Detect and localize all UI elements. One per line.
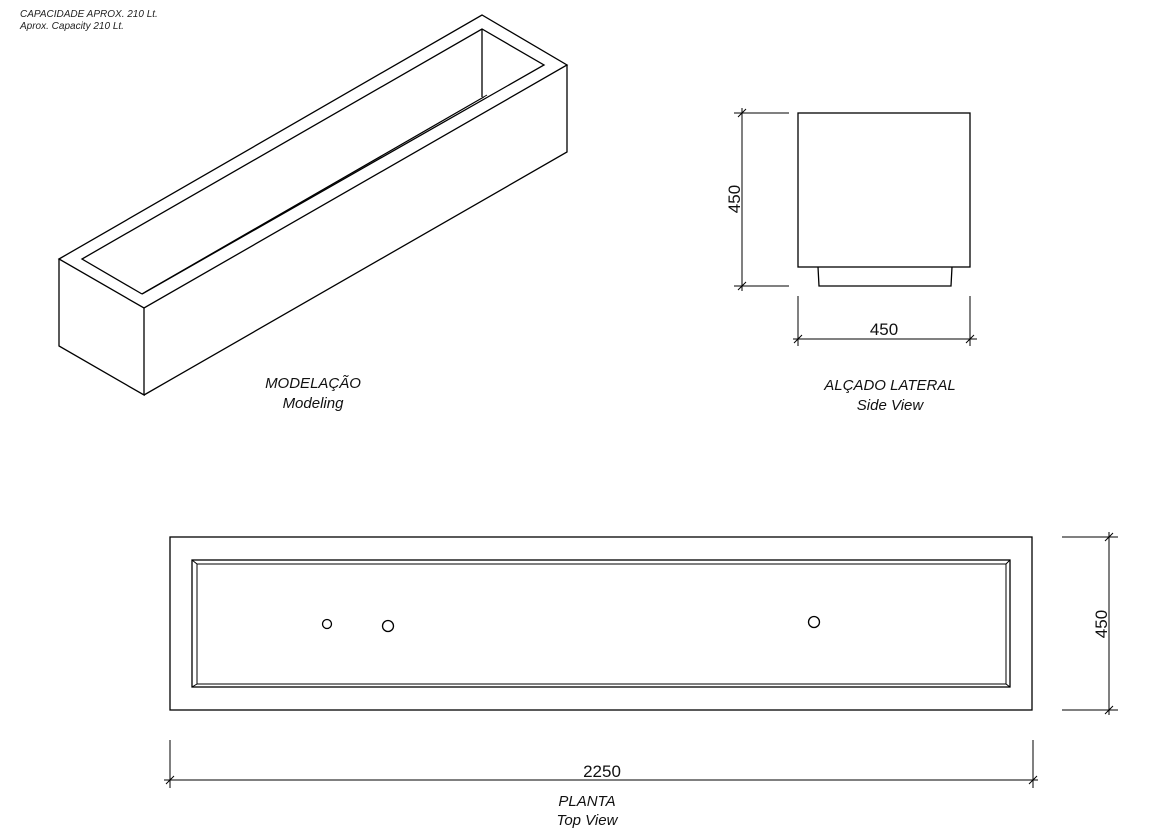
top-view-title-en: Top View	[557, 812, 619, 829]
tick	[737, 108, 747, 118]
modeling-title-en: Modeling	[283, 395, 345, 412]
side-height-dim-text: 450	[725, 185, 744, 213]
corner-line	[191, 559, 198, 565]
corner-line	[191, 683, 198, 688]
tick	[1104, 532, 1114, 542]
top-view-outer	[169, 536, 1033, 711]
capacity-note-en: Aprox. Capacity 210 Lt.	[20, 21, 124, 32]
tick	[165, 775, 175, 785]
drain-hole-icon	[321, 618, 333, 630]
tick	[1028, 775, 1038, 785]
iso-left-face	[58, 259, 145, 397]
side-view: 450 450 ALÇADO LATERAL Side View	[725, 108, 977, 414]
iso-front-face	[143, 65, 568, 396]
top-view-title-pt: PLANTA	[558, 793, 615, 810]
tick	[737, 281, 747, 291]
tick	[965, 334, 975, 344]
corner-line	[1005, 683, 1011, 688]
tick	[793, 334, 803, 344]
modeling-title-pt: MODELAÇÃO	[265, 375, 361, 392]
side-view-title-en: Side View	[857, 397, 925, 414]
drain-hole-icon	[807, 615, 821, 629]
top-length-dim-text: 2250	[583, 762, 621, 781]
side-view-body	[797, 112, 971, 268]
capacity-note-pt: CAPACIDADE APROX. 210 Lt.	[20, 9, 158, 20]
iso-inner-floor-edge-2	[144, 94, 488, 293]
capacity-note: CAPACIDADE APROX. 210 Lt. Aprox. Capacit…	[20, 9, 158, 33]
top-view-floor	[196, 563, 1007, 685]
corner-line	[1005, 559, 1011, 565]
side-view-title-pt: ALÇADO LATERAL	[823, 377, 955, 394]
isometric-model: MODELAÇÃO Modeling	[57, 14, 569, 412]
top-view-inner	[191, 559, 1011, 688]
iso-top-rim	[57, 14, 569, 309]
side-width-dim-text: 450	[870, 320, 898, 339]
iso-inner-opening	[80, 28, 546, 295]
top-width-dim-text: 450	[1092, 610, 1111, 638]
top-view: 450 2250 PLANTA Top View	[164, 532, 1118, 829]
tick	[1104, 705, 1114, 715]
drain-hole-icon	[381, 619, 395, 633]
side-view-base	[817, 266, 953, 287]
